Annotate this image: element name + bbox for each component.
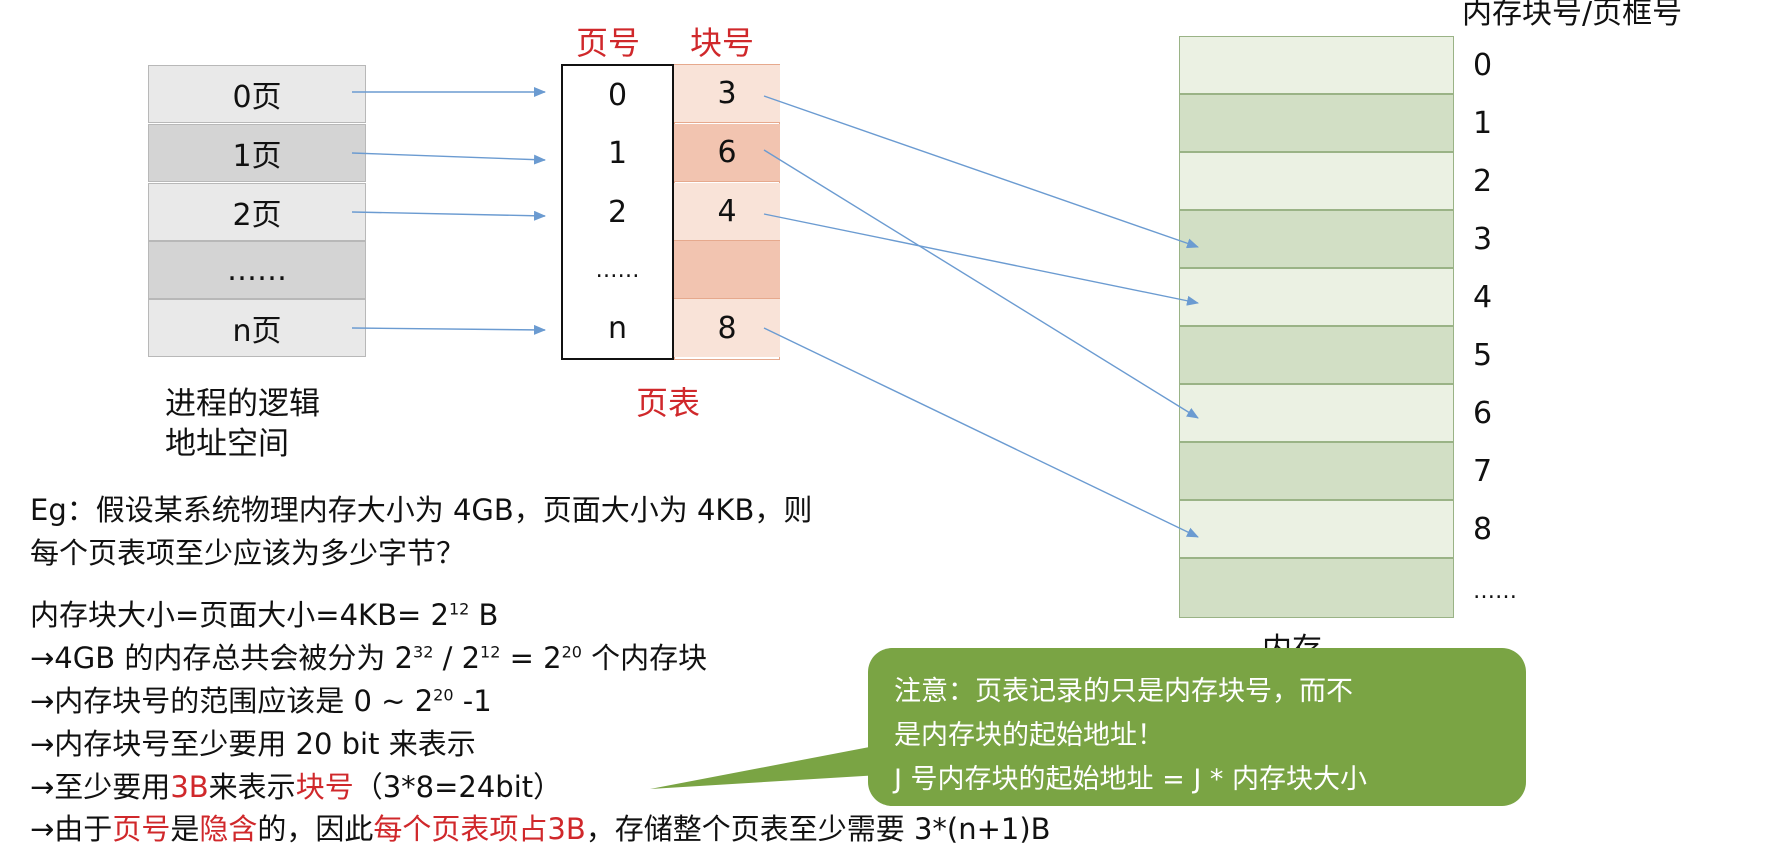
- memory-block-label: 0: [1473, 47, 1493, 83]
- logical-caption-line2: 地址空间: [165, 426, 289, 462]
- memory-block-label: 1: [1473, 105, 1493, 141]
- calc-line5-3b: 3B: [170, 770, 209, 804]
- calc-line6-c: 是: [170, 812, 200, 846]
- page-number-cell: 0: [607, 77, 628, 113]
- calc-line2-d: 个内存块: [581, 641, 708, 675]
- calc-line1-unit: B: [469, 598, 499, 632]
- arrow-block4-to-memory: [763, 213, 1199, 306]
- note-line2: 是内存块的起始地址！: [894, 720, 1164, 751]
- block-number-cell: 3: [674, 65, 780, 123]
- arrow-page1-to-entry: [351, 152, 546, 165]
- calc-line6-a: →由于: [30, 812, 113, 846]
- block-number-cell: 4: [674, 183, 780, 241]
- note-callout: 注意：页表记录的只是内存块号，而不 是内存块的起始地址！ J 号内存块的起始地址…: [868, 648, 1526, 806]
- logical-caption-line1: 进程的逻辑: [165, 386, 320, 422]
- example-question-line1: Eg：假设某系统物理内存大小为 4GB，页面大小为 4KB，则: [30, 493, 813, 527]
- calc-line6-implicit: 隐含: [199, 812, 258, 846]
- memory-block: [1179, 326, 1454, 384]
- calc-line5-e: （3*8=24bit）: [353, 770, 563, 804]
- memory-block-label: 8: [1473, 511, 1493, 547]
- calc-line5-block-no: 块号: [295, 770, 354, 804]
- logical-page-row: 2页: [148, 183, 366, 241]
- calc-line1: 内存块大小=页面大小=4KB= 212 B: [30, 592, 498, 634]
- calc-line2-exp3: 20: [561, 642, 582, 662]
- memory-block-label: 6: [1473, 395, 1493, 431]
- calc-line6-entry-size: 每个页表项占3B: [373, 812, 586, 846]
- page-number-header: 页号: [576, 24, 641, 62]
- memory-block: [1179, 152, 1454, 210]
- calc-line2-exp2: 12: [480, 642, 501, 662]
- memory-block-label: 3: [1473, 221, 1493, 257]
- memory-block: [1179, 210, 1454, 268]
- calc-line2: →4GB 的内存总共会被分为 232 / 212 = 220 个内存块: [30, 635, 707, 677]
- memory-block-number-header: 内存块号/页框号: [1462, 0, 1683, 31]
- calc-line6-g: ，存储整个页表至少需要 3*(n+1)B: [585, 812, 1051, 846]
- calc-line5-c: 来表示: [208, 770, 296, 804]
- page-number-cell: 2: [607, 194, 628, 230]
- arrow-block8-to-memory: [763, 327, 1199, 538]
- memory-block-label: 2: [1473, 163, 1493, 199]
- calc-line3-a: →内存块号的范围应该是 0 ~ 2: [30, 684, 434, 718]
- memory-block: [1179, 94, 1454, 152]
- calc-line1-exp: 12: [448, 599, 470, 619]
- arrow-page2-to-entry: [351, 210, 546, 221]
- calc-line2-exp1: 32: [413, 642, 434, 662]
- calc-line4: →内存块号至少要用 20 bit 来表示: [30, 727, 476, 761]
- calc-line3-exp: 20: [433, 685, 454, 705]
- calc-line3-b: -1: [453, 684, 492, 718]
- calc-line6: →由于页号是隐含的，因此每个页表项占3B，存储整个页表至少需要 3*(n+1)B: [30, 806, 1051, 848]
- calc-line6-page-no: 页号: [112, 812, 171, 846]
- calc-line2-c: = 2: [500, 641, 562, 675]
- page-number-cell: ……: [595, 257, 640, 283]
- block-number-cell: [674, 241, 780, 299]
- arrow-block3-to-memory: [763, 95, 1199, 249]
- example-question-line2: 每个页表项至少应该为多少字节？: [30, 536, 466, 570]
- memory-block: [1179, 558, 1454, 618]
- note-callout-pointer: [650, 745, 880, 789]
- memory-block: [1179, 500, 1454, 558]
- note-line3: J 号内存块的起始地址 = J * 内存块大小: [894, 764, 1367, 795]
- memory-block: [1179, 384, 1454, 442]
- logical-page-row: ……: [148, 241, 366, 299]
- calc-line1-text: 内存块大小=页面大小=4KB= 2: [30, 598, 449, 632]
- memory-block: [1179, 442, 1454, 500]
- calc-line5-a: →至少要用: [30, 770, 171, 804]
- memory-block-label: 7: [1473, 453, 1493, 489]
- page-number-cell: n: [607, 310, 627, 346]
- memory-block: [1179, 36, 1454, 94]
- memory-block-label: 4: [1473, 279, 1493, 315]
- arrow-pagen-to-entry: [351, 324, 546, 335]
- calc-line3: →内存块号的范围应该是 0 ~ 220 -1: [30, 678, 492, 720]
- logical-page-row: 1页: [148, 124, 366, 182]
- calc-line2-b: / 2: [433, 641, 481, 675]
- calc-line5: →至少要用3B来表示块号（3*8=24bit）: [30, 764, 562, 806]
- note-line1: 注意：页表记录的只是内存块号，而不: [894, 676, 1353, 707]
- memory-block-label: ……: [1473, 578, 1517, 604]
- memory-block: [1179, 268, 1454, 326]
- block-number-cell: 8: [674, 299, 780, 357]
- logical-page-row: n页: [148, 299, 366, 357]
- page-number-column: [561, 64, 674, 360]
- page-number-cell: 1: [607, 135, 628, 171]
- logical-page-row: 0页: [148, 65, 366, 123]
- block-number-header: 块号: [690, 24, 755, 62]
- page-table-caption: 页表: [636, 384, 701, 422]
- block-number-cell: 6: [674, 124, 780, 182]
- calc-line6-e: 的，因此: [257, 812, 374, 846]
- calc-line2-a: →4GB 的内存总共会被分为 2: [30, 641, 414, 675]
- memory-block-label: 5: [1473, 337, 1493, 373]
- arrow-block6-to-memory: [763, 149, 1199, 419]
